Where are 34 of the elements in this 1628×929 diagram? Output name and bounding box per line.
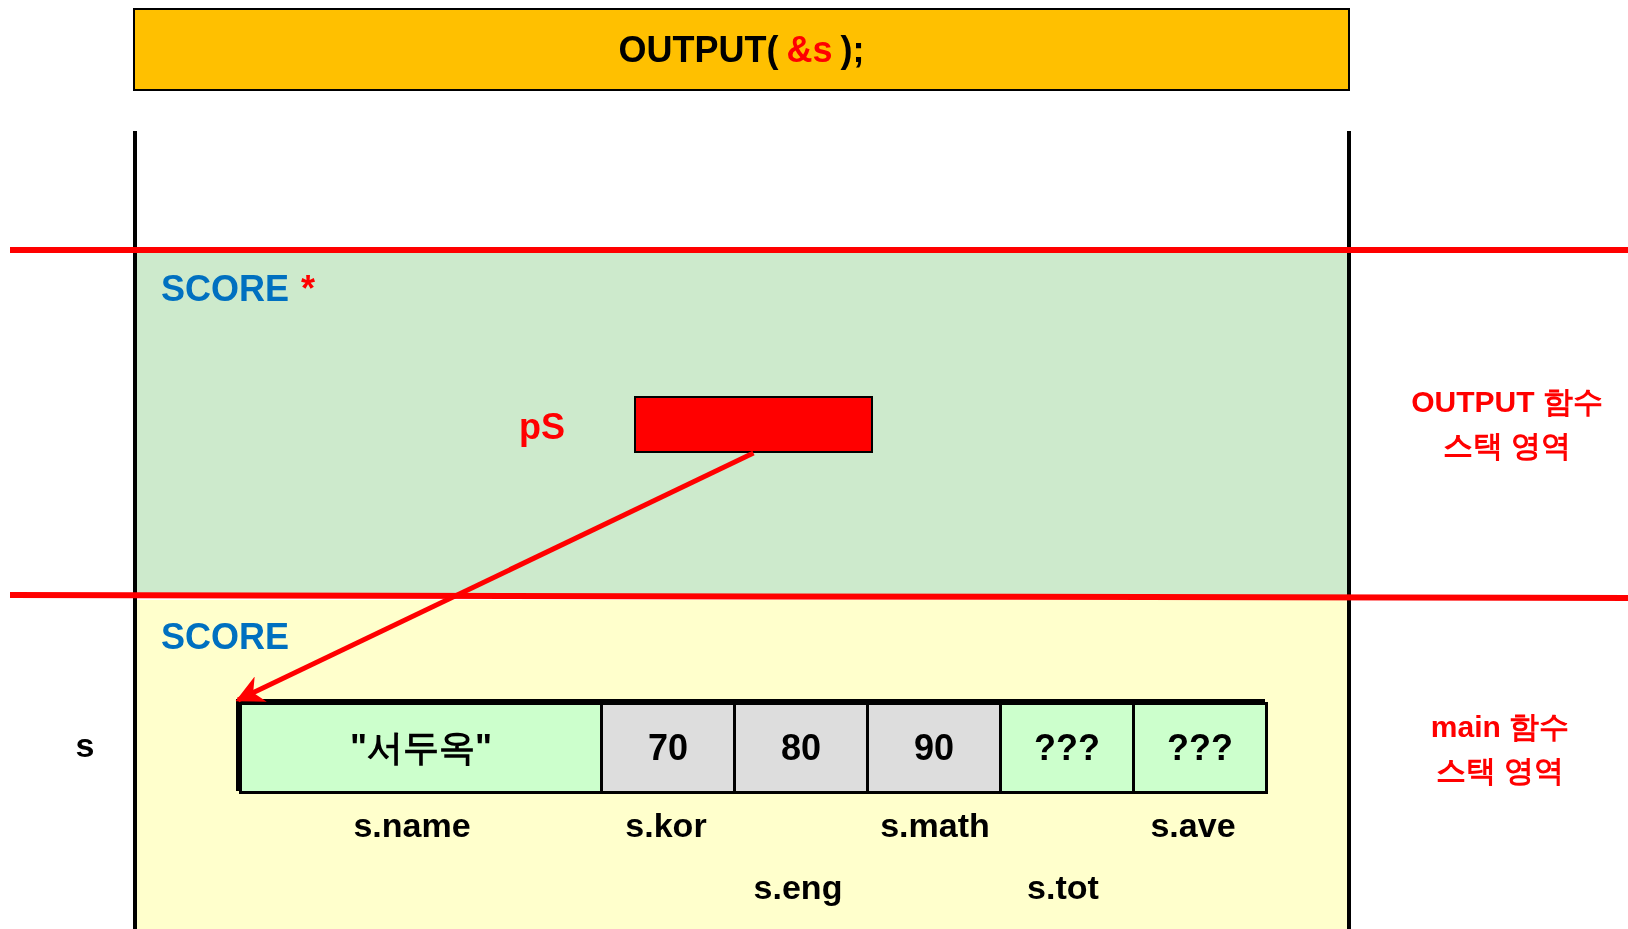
- field-value: 90: [913, 726, 954, 770]
- member-name: s.name: [352, 805, 472, 846]
- variable-name: s: [74, 725, 96, 766]
- struct-box: [236, 699, 1265, 791]
- field-cell: [733, 702, 869, 794]
- title-text: );: [840, 27, 865, 72]
- field-value: ???: [1167, 726, 1233, 770]
- variable-name: pS: [519, 405, 565, 449]
- member-name: s.eng: [752, 867, 844, 908]
- type-name: SCORE: [161, 267, 290, 311]
- pointer-box: [634, 396, 873, 453]
- field-cell: [1132, 702, 1268, 794]
- region-label: main 함수 스택 영역: [1429, 709, 1571, 789]
- stack-frame-region: [137, 252, 1348, 596]
- title-banner: [133, 8, 1350, 91]
- title-text: &s: [786, 27, 833, 72]
- field-cell: [239, 702, 603, 794]
- member-name: s.ave: [1149, 805, 1237, 846]
- field-value: "서두옥": [349, 726, 493, 770]
- field-value: ???: [1034, 726, 1100, 770]
- member-name: s.kor: [624, 805, 708, 846]
- field-cell: [866, 702, 1002, 794]
- field-cell: [999, 702, 1135, 794]
- pointer-mark: *: [301, 267, 316, 311]
- member-name: s.tot: [1026, 867, 1100, 908]
- type-name: SCORE: [161, 615, 290, 659]
- region-label: OUTPUT 함수 스택 영역: [1410, 384, 1604, 464]
- title-text: OUTPUT(: [618, 27, 779, 72]
- member-name: s.math: [879, 805, 991, 846]
- stack-frame-region: [137, 600, 1348, 929]
- field-cell: [600, 702, 736, 794]
- field-value: 80: [780, 726, 821, 770]
- field-value: 70: [647, 726, 688, 770]
- pointer-arrow: [235, 450, 755, 703]
